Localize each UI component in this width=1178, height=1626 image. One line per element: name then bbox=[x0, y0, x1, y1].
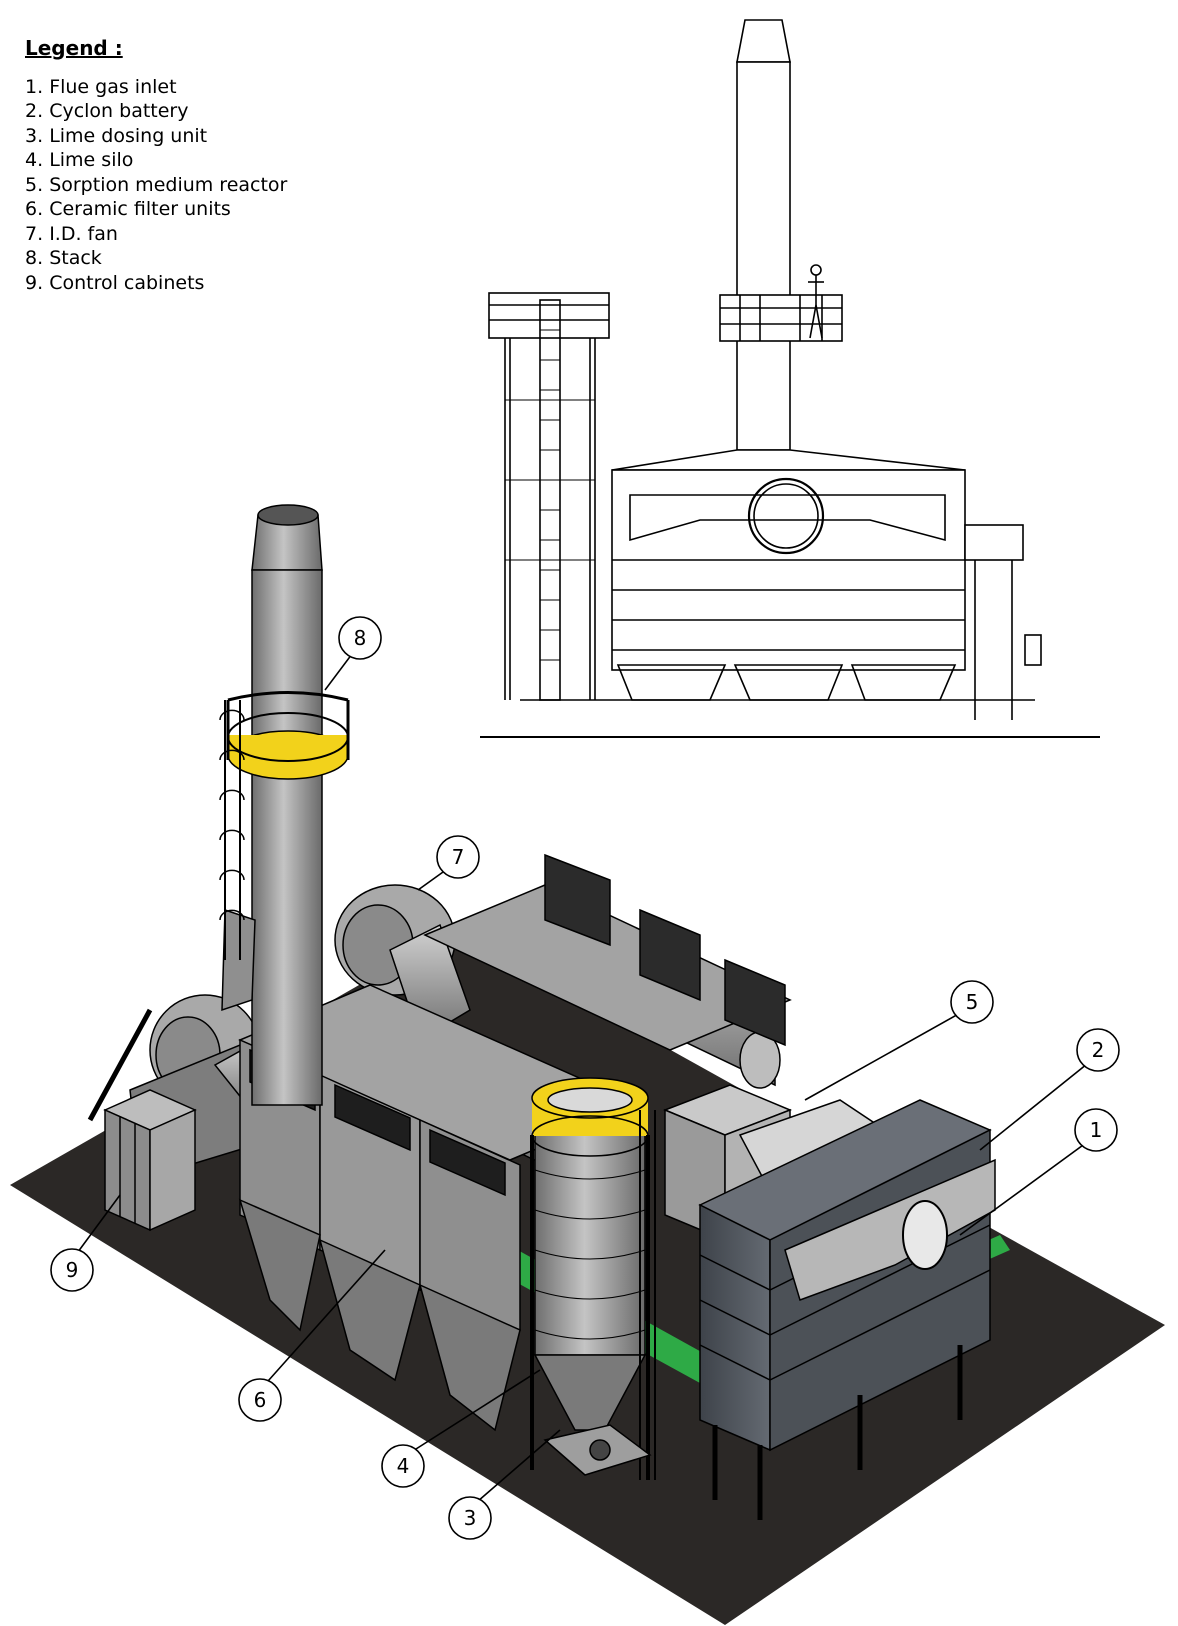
callout-6: 6 bbox=[238, 1378, 282, 1422]
svg-text:9: 9 bbox=[66, 1258, 79, 1282]
legend-item: 9. Control cabinets bbox=[25, 271, 205, 294]
svg-text:7: 7 bbox=[452, 845, 465, 869]
legend-item: 6. Ceramic filter units bbox=[25, 198, 231, 220]
svg-text:3: 3 bbox=[464, 1506, 477, 1530]
callout-5: 5 bbox=[950, 980, 994, 1024]
legend-item: 2. Cyclon battery bbox=[25, 100, 189, 122]
legend-item: 3. Lime dosing unit bbox=[25, 124, 208, 147]
svg-text:4: 4 bbox=[397, 1454, 410, 1478]
svg-text:6: 6 bbox=[254, 1388, 267, 1412]
legend-item: 1. Flue gas inlet bbox=[25, 75, 177, 98]
lime-silo bbox=[530, 1077, 656, 1480]
legend: Legend : 1. Flue gas inlet 2. Cyclon bat… bbox=[25, 36, 287, 295]
callout-9: 9 bbox=[50, 1248, 94, 1292]
legend-item: 7. I.D. fan bbox=[25, 222, 118, 245]
callout-8: 8 bbox=[338, 616, 382, 660]
callout-4: 4 bbox=[381, 1444, 425, 1488]
elevation-view bbox=[480, 19, 1100, 738]
svg-text:8: 8 bbox=[354, 626, 367, 650]
stack bbox=[219, 504, 350, 1106]
isometric-view bbox=[10, 504, 1165, 1625]
svg-text:2: 2 bbox=[1092, 1038, 1105, 1062]
lime-dosing-unit bbox=[543, 1424, 652, 1476]
legend-item: 5. Sorption medium reactor bbox=[25, 173, 288, 196]
callout-1: 1 bbox=[1074, 1108, 1118, 1152]
svg-text:1: 1 bbox=[1090, 1118, 1103, 1142]
legend-item: 4. Lime silo bbox=[25, 149, 134, 171]
legend-item: 8. Stack bbox=[25, 247, 102, 269]
control-cabinets bbox=[103, 1089, 197, 1232]
legend-list: 1. Flue gas inlet 2. Cyclon battery 3. L… bbox=[25, 75, 287, 296]
callout-7: 7 bbox=[436, 835, 480, 879]
svg-text:5: 5 bbox=[966, 990, 979, 1014]
flue-gas-inlet bbox=[784, 1158, 996, 1301]
legend-title: Legend : bbox=[25, 36, 123, 60]
callout-2: 2 bbox=[1076, 1028, 1120, 1072]
callout-3: 3 bbox=[448, 1496, 492, 1540]
person-icon bbox=[808, 264, 824, 339]
